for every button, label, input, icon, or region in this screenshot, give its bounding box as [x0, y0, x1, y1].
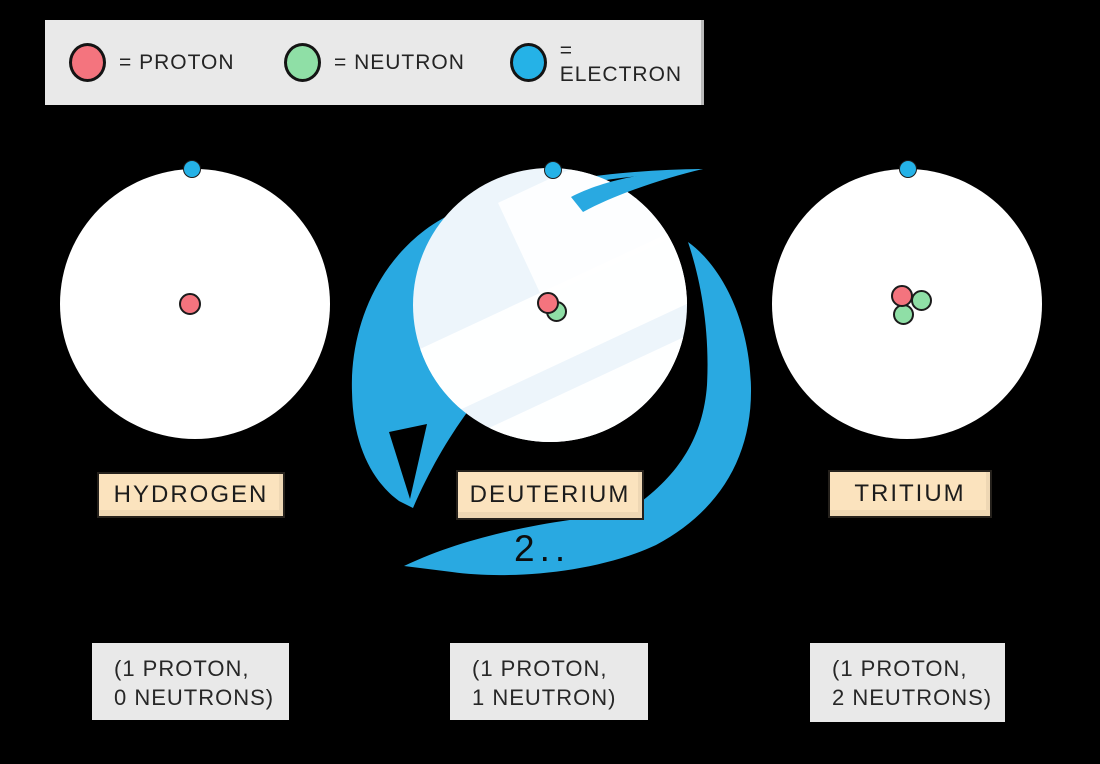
deuterium-proton — [537, 292, 559, 314]
caption-line: 2 NEUTRONS) — [832, 685, 993, 710]
orbit-swoosh-tip — [571, 169, 703, 212]
hydrogen-caption: (1 PROTON, 0 NEUTRONS) — [92, 643, 289, 720]
deuterium-electron — [544, 161, 562, 179]
legend-label-proton: = PROTON — [119, 50, 235, 74]
deuterium-label: DEUTERIUM — [456, 470, 644, 520]
legend-label-electron: = ELECTRON — [559, 38, 683, 86]
legend-item-proton: = PROTON — [69, 20, 235, 105]
swoosh-annotation: 2.. — [514, 528, 571, 569]
tritium-electron — [899, 160, 917, 178]
legend-label-neutron: = NEUTRON — [334, 50, 465, 74]
neutron-icon — [284, 43, 321, 82]
legend: = PROTON = NEUTRON = ELECTRON — [45, 20, 704, 105]
caption-line: (1 PROTON, — [114, 656, 250, 681]
tritium-neutron-2 — [893, 304, 914, 325]
hydrogen-proton — [179, 293, 201, 315]
swoosh-notch — [389, 424, 427, 499]
tritium-label: TRITIUM — [828, 470, 992, 518]
caption-line: 0 NEUTRONS) — [114, 685, 275, 710]
caption-line: (1 PROTON, — [832, 656, 968, 681]
swoosh-right-arc — [404, 242, 752, 576]
electron-icon — [510, 43, 547, 82]
tritium-neutron-1 — [911, 290, 932, 311]
deuterium-caption: (1 PROTON, 1 NEUTRON) — [450, 643, 648, 720]
hydrogen-electron — [183, 160, 201, 178]
caption-line: 1 NEUTRON) — [472, 685, 617, 710]
tritium-caption: (1 PROTON, 2 NEUTRONS) — [810, 643, 1005, 722]
proton-icon — [69, 43, 106, 82]
swoosh-tip-front — [571, 169, 703, 212]
legend-item-electron: = ELECTRON — [510, 20, 701, 105]
legend-item-neutron: = NEUTRON — [284, 20, 465, 105]
hydrogen-label: HYDROGEN — [97, 472, 285, 518]
tritium-proton — [891, 285, 913, 307]
caption-line: (1 PROTON, — [472, 656, 608, 681]
